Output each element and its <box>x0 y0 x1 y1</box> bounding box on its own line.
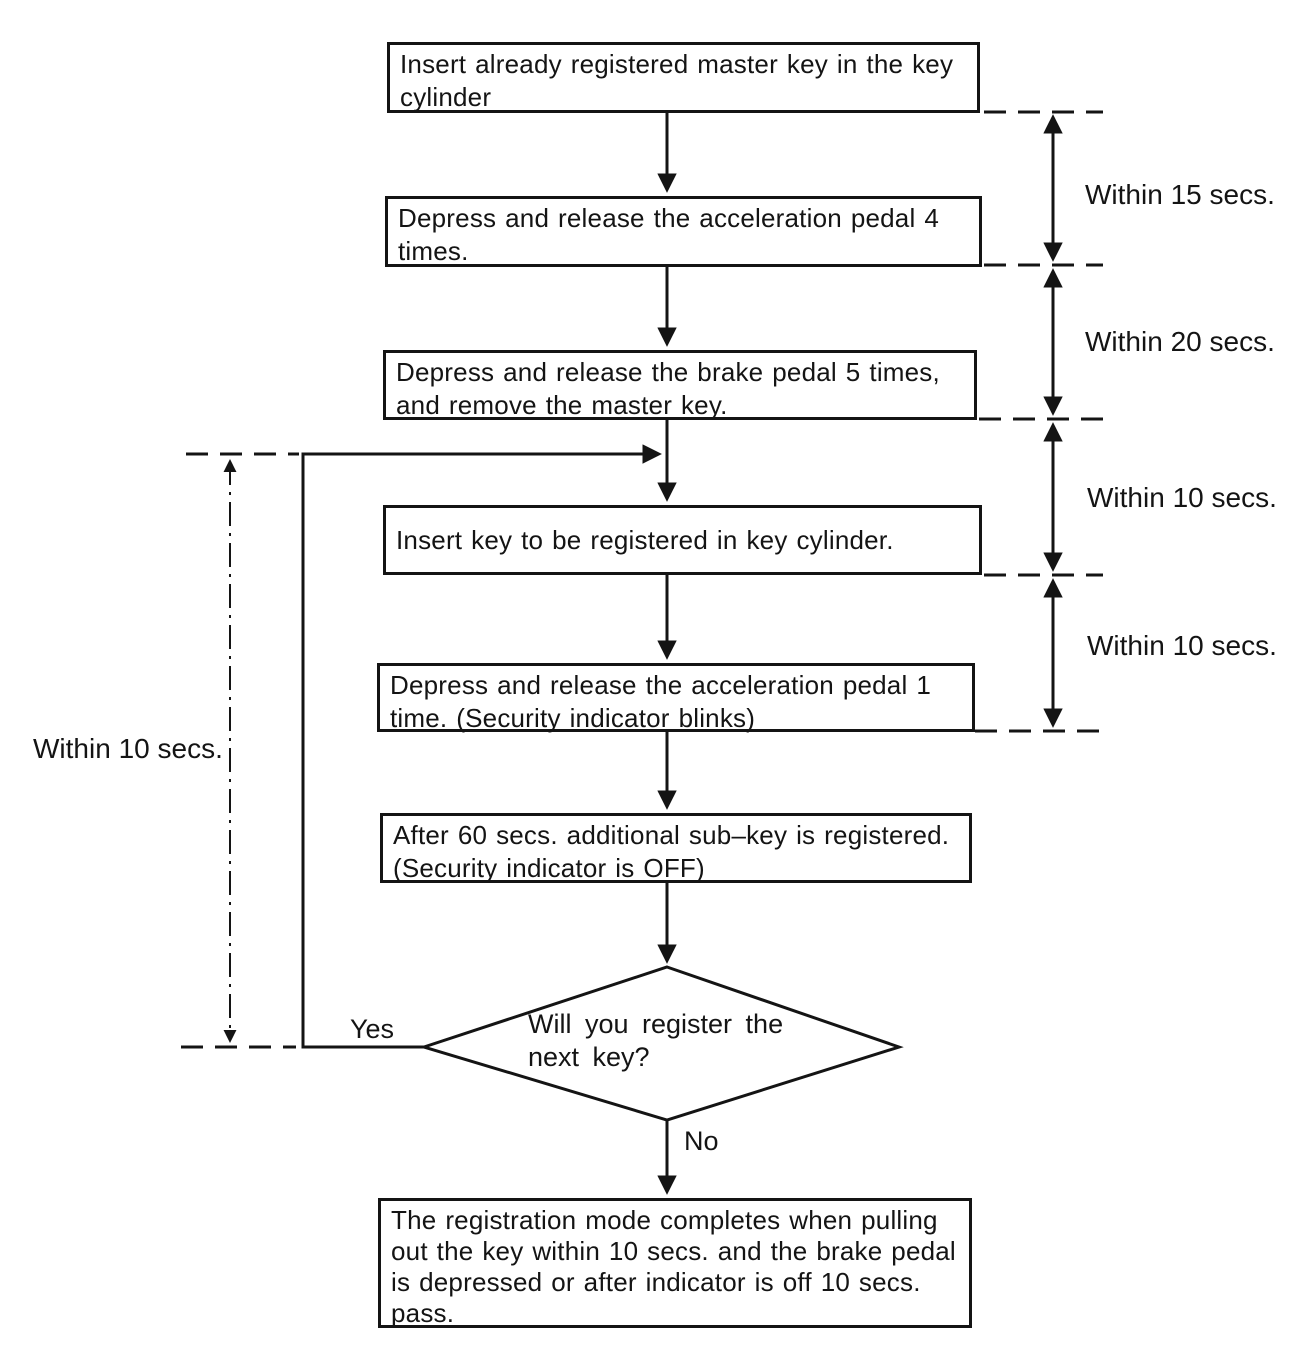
timing-label-within-10-secs-b: Within 10 secs. <box>1087 630 1277 661</box>
flow-step-registration-complete: The registration mode completes when pul… <box>378 1198 972 1328</box>
timing-label-within-10-secs-a: Within 10 secs. <box>1087 482 1277 513</box>
timing-label-within-20-secs: Within 20 secs. <box>1085 326 1275 357</box>
decision-question-text: Will you register the next key? <box>528 1009 784 1072</box>
flow-step-text: Depress and release the brake pedal 5 ti… <box>396 357 940 420</box>
flow-step-text: Depress and release the acceleration ped… <box>390 670 932 733</box>
flow-step-text: Insert already registered master key in … <box>400 49 954 112</box>
flow-step-insert-key-to-register: Insert key to be registered in key cylin… <box>383 505 982 575</box>
yes-loop-connector <box>301 444 662 1049</box>
yes-branch-label: Yes <box>350 1014 395 1044</box>
timing-label-within-10-secs-left: Within 10 secs. <box>33 733 223 764</box>
flow-step-accel-pedal-1-time: Depress and release the acceleration ped… <box>377 663 975 733</box>
flow-step-text: After 60 secs. additional sub–key is reg… <box>393 820 950 883</box>
flow-step-sub-key-registered: After 60 secs. additional sub–key is reg… <box>380 813 972 883</box>
flow-step-text: Depress and release the acceleration ped… <box>398 203 940 266</box>
timing-label-within-15-secs: Within 15 secs. <box>1085 179 1275 210</box>
no-branch-label: No <box>684 1126 719 1156</box>
flow-step-accel-pedal-4-times: Depress and release the acceleration ped… <box>385 196 982 267</box>
flow-step-insert-master-key: Insert already registered master key in … <box>387 42 980 113</box>
flow-step-text: The registration mode completes when pul… <box>391 1205 956 1328</box>
flow-step-brake-pedal-5-times: Depress and release the brake pedal 5 ti… <box>383 350 977 420</box>
flow-step-text: Insert key to be registered in key cylin… <box>396 524 894 555</box>
